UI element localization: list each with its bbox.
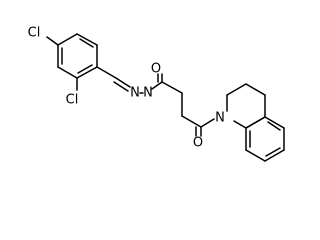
molecule-structure: Cl Cl N N O O N <box>28 26 285 162</box>
bond-c-cl-para <box>46 36 59 46</box>
o-ketone-label: O <box>193 136 203 151</box>
dichlorophenyl-ring <box>57 33 98 79</box>
n-ring-label: N <box>215 111 225 126</box>
benzo-ring <box>245 116 285 162</box>
n-amide-label: N <box>143 86 153 101</box>
o-amide-label: O <box>151 62 161 77</box>
tetrahydroquinoline-ring <box>226 83 266 129</box>
n-imine-label: N <box>130 86 140 101</box>
hydrazone-chain <box>96 66 215 137</box>
cl-para-label: Cl <box>28 26 41 41</box>
cl-ortho-label: Cl <box>66 93 79 108</box>
